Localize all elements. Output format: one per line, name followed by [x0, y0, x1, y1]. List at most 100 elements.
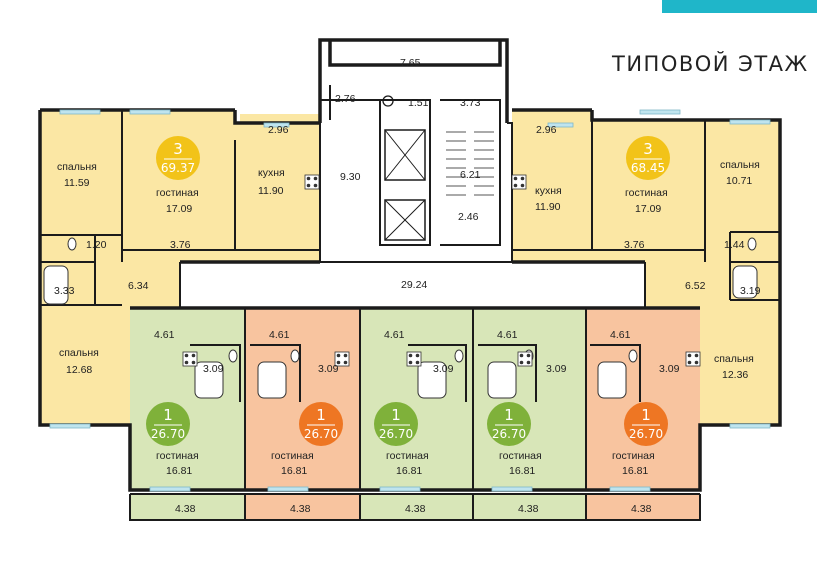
burner	[526, 353, 531, 358]
room-label-s2-balc: 4.38	[290, 503, 311, 515]
window	[49, 423, 91, 429]
room-label-r-bed1-area: 10.71	[726, 175, 752, 187]
burner	[513, 176, 518, 181]
room-label-s5-bath: 3.09	[659, 363, 680, 375]
toilet	[747, 237, 757, 251]
room-label-l-wc: 1.20	[86, 239, 107, 251]
window	[379, 486, 421, 492]
room-label-lobby-c: 3.73	[460, 97, 481, 109]
fill-studio-4	[473, 308, 586, 490]
burner	[184, 360, 189, 365]
window	[149, 486, 191, 492]
burner	[343, 360, 348, 365]
badge-area-left-3: 69.37	[161, 161, 195, 175]
stove	[182, 351, 198, 367]
burner	[519, 360, 524, 365]
badge-area-1b: 26.70	[304, 427, 338, 441]
toilet	[67, 237, 77, 251]
room-label-l-hall-a: 3.76	[170, 239, 191, 251]
fill-balcony-2	[245, 494, 360, 520]
wall-segment	[408, 344, 467, 402]
room-label-s3-liv-name: гостиная	[386, 450, 429, 462]
window	[639, 109, 681, 115]
room-label-s1-bath: 3.09	[203, 363, 224, 375]
room-label-stair-b: 2.46	[458, 211, 479, 223]
burner	[687, 353, 692, 358]
room-label-s5-liv-name: гостиная	[612, 450, 655, 462]
room-label-r-liv-area: 17.09	[635, 203, 661, 215]
badge-area-1a: 26.70	[151, 427, 185, 441]
room-label-s1-liv-area: 16.81	[166, 465, 192, 477]
burner	[184, 353, 189, 358]
burner	[306, 183, 311, 188]
badge-area-1d: 26.70	[492, 427, 526, 441]
badge-area-right-3: 68.45	[631, 161, 665, 175]
fill-studio-5	[586, 308, 700, 490]
room-label-l-kit-name: кухня	[258, 167, 285, 179]
burner	[191, 360, 196, 365]
badge-rooms-1d: 1	[504, 406, 514, 424]
burner	[313, 183, 318, 188]
room-label-s2-liv-area: 16.81	[281, 465, 307, 477]
fill-balcony-1	[130, 494, 245, 520]
burner	[694, 353, 699, 358]
burner	[336, 360, 341, 365]
room-label-lobby-b: 1.51	[408, 97, 429, 109]
bathtub	[417, 361, 447, 399]
room-label-s5-balc: 4.38	[631, 503, 652, 515]
window	[129, 109, 171, 115]
chute-icon	[382, 95, 394, 107]
burner	[191, 353, 196, 358]
room-label-s1-hall: 4.61	[154, 329, 175, 341]
fill-balcony-3	[360, 494, 473, 520]
toilet	[454, 349, 464, 363]
room-label-r-kit-area: 11.90	[535, 201, 561, 213]
stove	[406, 351, 422, 367]
elevator-shaft	[384, 199, 426, 241]
burner	[336, 353, 341, 358]
room-label-s5-liv-area: 16.81	[622, 465, 648, 477]
room-label-l-bath: 3.33	[54, 285, 75, 297]
toilet	[228, 349, 238, 363]
room-label-s1-liv-name: гостиная	[156, 450, 199, 462]
badge-rooms-1e: 1	[641, 406, 651, 424]
elevator-cross	[384, 199, 426, 241]
stove	[685, 351, 701, 367]
room-label-r-bed2-name: спальня	[714, 353, 754, 365]
burner	[313, 176, 318, 181]
room-label-r-balc: 2.96	[536, 124, 557, 136]
toilet	[290, 349, 300, 363]
room-label-r-liv-name: гостиная	[625, 187, 668, 199]
room-label-s4-bath: 3.09	[546, 363, 567, 375]
burner	[519, 353, 524, 358]
walls	[38, 38, 782, 521]
bathtub	[43, 265, 69, 305]
room-label-l-bed2-area: 12.68	[66, 364, 92, 376]
room-label-l-corr: 6.34	[128, 280, 149, 292]
page-title: ТИПОВОЙ ЭТАЖ	[612, 52, 809, 76]
wall-segment	[318, 38, 509, 123]
room-label-s2-liv-name: гостиная	[271, 450, 314, 462]
accent-bar	[662, 0, 817, 13]
window	[729, 423, 771, 429]
room-label-r-wc: 1.44	[724, 239, 745, 251]
burner	[415, 353, 420, 358]
window	[263, 122, 290, 128]
wall-segment	[319, 122, 513, 263]
room-label-s4-balc: 4.38	[518, 503, 539, 515]
wall-segment	[250, 344, 301, 402]
wall-segment	[440, 99, 501, 246]
room-label-s5-hall: 4.61	[610, 329, 631, 341]
apartment-badge-1c	[374, 402, 418, 446]
badge-rooms-left-3: 3	[173, 140, 183, 158]
room-label-r-bed2-area: 12.36	[722, 369, 748, 381]
room-label-s3-bath: 3.09	[433, 363, 454, 375]
fixtures	[43, 95, 758, 399]
room-label-l-bed1-area: 11.59	[64, 177, 90, 189]
room-label-r-corr: 6.52	[685, 280, 706, 292]
window	[267, 486, 309, 492]
burner	[343, 353, 348, 358]
apartment-badge-right-3	[626, 136, 670, 180]
elevator-shaft	[384, 129, 426, 181]
